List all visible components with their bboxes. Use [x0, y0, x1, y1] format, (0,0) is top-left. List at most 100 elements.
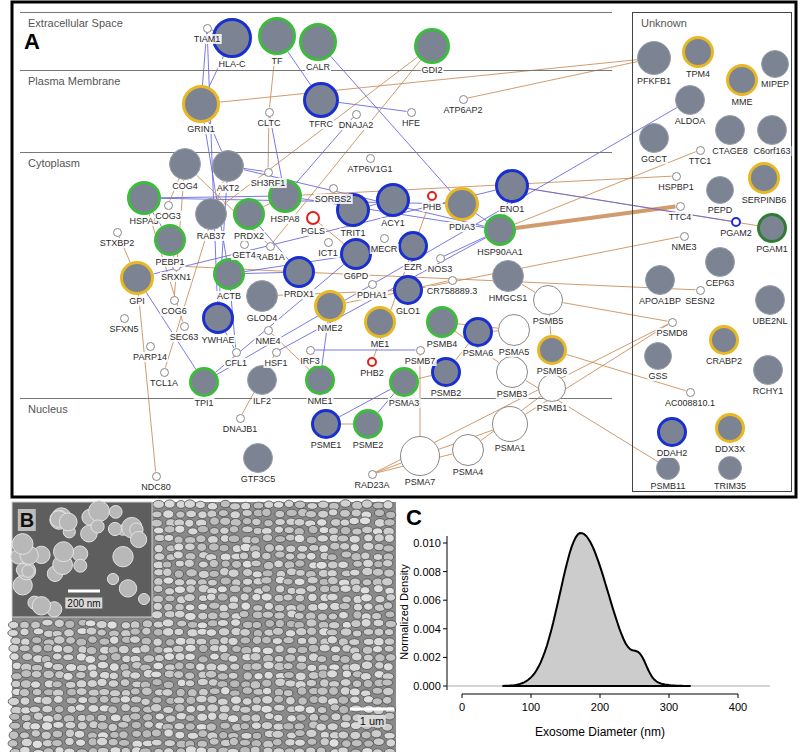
- protein-label: PGLS: [300, 226, 326, 236]
- vesicle: [33, 712, 43, 720]
- vesicle: [362, 748, 373, 752]
- vesicle: [383, 602, 392, 610]
- vesicle: [174, 570, 183, 578]
- vesicle: [340, 656, 350, 664]
- vesicle: [33, 628, 44, 635]
- vesicle: [340, 526, 351, 534]
- protein-node: NME3: [680, 232, 689, 241]
- vesicle: [340, 687, 350, 696]
- vesicle: [186, 696, 196, 704]
- node-circle: [213, 258, 245, 290]
- compartment-label: Plasma Membrane: [26, 75, 122, 88]
- vesicle: [275, 678, 286, 686]
- node-circle-shape: [184, 87, 219, 122]
- vesicle: [176, 688, 185, 696]
- vesicle: [295, 748, 305, 752]
- inset-vesicle: [59, 513, 77, 531]
- vesicle: [275, 551, 285, 558]
- vesicle: [164, 740, 175, 747]
- node-circle: [407, 108, 416, 117]
- vesicle: [206, 723, 216, 731]
- vesicle: [264, 520, 273, 527]
- vesicle: [319, 527, 329, 534]
- inset-vesicle: [139, 594, 150, 605]
- protein-label: HSPBP1: [657, 182, 695, 192]
- node-circle-shape: [301, 25, 336, 60]
- vesicle: [67, 705, 76, 713]
- node-circle-shape: [400, 233, 427, 260]
- node-circle-shape: [750, 164, 779, 193]
- protein-label: TIAM1: [193, 34, 222, 44]
- vesicle: [42, 705, 53, 713]
- protein-label: CR758889.3: [426, 286, 479, 296]
- vesicle: [195, 501, 205, 508]
- vesicle: [364, 534, 373, 542]
- protein-node: ACY1: [376, 183, 410, 217]
- node-circle: [748, 162, 780, 194]
- node-circle: [761, 50, 789, 78]
- compartment-label: Cytoplasm: [26, 157, 82, 170]
- node-circle: [416, 346, 425, 355]
- vesicle: [109, 672, 118, 680]
- vesicle: [384, 638, 395, 645]
- vesicle: [383, 545, 394, 552]
- vesicle: [43, 644, 53, 652]
- node-circle: [452, 434, 484, 466]
- node-circle: [202, 302, 234, 334]
- vesicle: [341, 551, 352, 558]
- protein-node: DDX3X: [715, 413, 745, 443]
- vesicle: [188, 689, 198, 698]
- protein-node: RAB37: [195, 198, 227, 230]
- vesicle: [118, 739, 130, 746]
- protein-node: GGCT: [639, 123, 669, 153]
- node-circle: [492, 406, 528, 442]
- vesicle: [198, 656, 208, 663]
- vesicle: [243, 578, 253, 585]
- vesicle: [52, 681, 62, 688]
- vesicle: [241, 714, 252, 722]
- vesicle: [163, 577, 174, 584]
- node-circle: [264, 326, 273, 335]
- compartment-label: Unknown: [639, 17, 689, 30]
- node-circle: [696, 146, 705, 155]
- vesicle: [240, 593, 249, 601]
- vesicle: [295, 730, 306, 737]
- vesicle: [286, 697, 296, 705]
- vesicle: [220, 527, 229, 534]
- node-circle: [715, 413, 745, 443]
- vesicle: [339, 611, 349, 619]
- node-circle-shape: [759, 215, 786, 242]
- node-circle-shape: [465, 319, 492, 346]
- vesicle: [63, 672, 73, 680]
- vesicle: [264, 602, 273, 610]
- vesicle: [88, 636, 97, 644]
- vesicle: [186, 585, 196, 593]
- protein-label: PSMA5: [498, 347, 531, 357]
- node-circle: [368, 470, 377, 479]
- interaction-line: [217, 108, 677, 375]
- vesicle: [284, 672, 295, 679]
- protein-node: C6orf163: [757, 115, 787, 145]
- vesicle: [342, 596, 352, 603]
- vesicle: [41, 722, 52, 731]
- protein-label: GLO1: [395, 306, 421, 316]
- vesicle: [243, 672, 252, 680]
- vesicle: [99, 688, 110, 695]
- vesicle: [317, 707, 326, 714]
- vesicle: [232, 646, 242, 653]
- vesicle: [53, 645, 63, 653]
- vesicle: [261, 593, 272, 601]
- protein-label: TTC1: [688, 156, 713, 166]
- vesicle: [165, 595, 175, 602]
- node-circle-shape: [645, 343, 672, 370]
- vesicle: [175, 637, 186, 645]
- vesicle: [263, 747, 273, 752]
- vesicle: [174, 723, 185, 730]
- vesicle: [184, 500, 195, 508]
- vesicle: [64, 748, 75, 752]
- interaction-line: [161, 196, 268, 198]
- vesicle: [362, 646, 373, 654]
- vesicle: [208, 712, 217, 720]
- node-circle-shape: [416, 30, 449, 63]
- protein-label: TF: [271, 56, 284, 66]
